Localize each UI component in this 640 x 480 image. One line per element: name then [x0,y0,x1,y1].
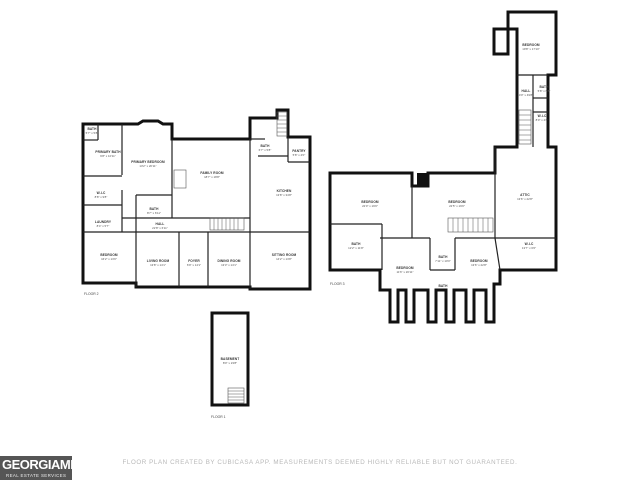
room-name: BATH [438,255,448,259]
fireplace [173,169,187,189]
room-name: BATH [149,207,159,211]
room-dimensions: 12'2" x 11'8" [348,246,364,250]
room-dimensions: 13'2" x 20'11" [139,164,156,168]
room-dimensions: 13'6" x 22'8" [471,263,487,267]
room-name: BEDROOM [522,43,540,47]
floor-2-interior-walls [83,124,310,289]
room-dimensions: 22'5" x 19'0" [449,204,465,208]
room-dimensions: 8'7" x 6'11" [147,211,161,215]
floor-3-plan: BEDROOM 22'0" x 19'0" BEDROOM 22'5" x 19… [328,10,558,324]
room-name: BEDROOM [396,266,414,270]
room-dimensions: 5'8" x 4'0" [293,153,306,157]
floor-1-plan: BASEMENT 8'0" x 23'8" FLOOR 1 [210,311,250,419]
room-dimensions: 6'7" x 5'8" [259,148,272,152]
room-dimensions: 5'8" x 6'8" [538,89,551,93]
room-name: BATH [438,284,448,288]
room-name: W-I-C [97,191,106,195]
room-dimensions: 13'8" x 14'1" [150,263,166,267]
room-name: BEDROOM [448,200,466,204]
room-name: BATH [539,85,549,89]
floor-1-label: FLOOR 1 [211,415,226,419]
floor-2-label: FLOOR 2 [84,292,99,296]
logo-tagline: REAL ESTATE SERVICES [6,473,67,478]
room-name: BEDROOM [100,253,118,257]
room-name: BATH [351,242,361,246]
room-name: HALL [156,222,165,226]
room-dimensions: 7'11" x 10'0" [435,259,451,263]
room-name: FOYER [188,259,200,263]
room-dimensions: 13'3" x 14'1" [221,263,237,267]
room-name: KITCHEN [277,189,292,193]
registered-mark: ® [66,460,70,466]
room-dimensions: 13'6" x 22'8" [517,197,533,201]
basement-outer-wall [210,311,250,407]
room-name: BATH [87,127,97,131]
room-name: W-I-C [538,114,547,118]
room-name: HALL [522,89,531,93]
room-name: PRIMARY BATH [95,150,121,154]
room-dimensions: 8'0" x 4'8" [536,118,549,122]
floor-3-outer-wall [328,10,558,324]
floor-2-stairs [209,111,288,231]
room-dimensions: 13'7" x 6'0" [522,246,536,250]
footer-disclaimer: FLOOR PLAN CREATED BY CUBICASA APP. MEAS… [122,459,518,466]
room-dimensions: 8'4" x 5'7" [97,224,110,228]
room-name: PANTRY [292,149,306,153]
room-dimensions: 13'8" x 34'8" [276,193,292,197]
room-name: W-I-C [525,242,534,246]
floor-3-interior-walls [330,74,556,271]
room-dimensions: 8'8" x 9'8" [95,195,108,199]
floor-2-outer-wall [81,108,312,291]
room-dimensions: 18'7" x 18'8" [204,175,220,179]
room-dimensions: 19'8" x 17'10" [522,47,539,51]
room-name: BEDROOM [470,259,488,263]
room-name: PRIMARY BEDROOM [131,160,165,164]
room-name: SITTING ROOM [272,253,297,257]
georgia-mls-logo: GEORGIAMLS ® REAL ESTATE SERVICES [0,456,86,480]
room-name: FAMILY ROOM [200,171,223,175]
room-dimensions: 14'2" x 13'8" [276,257,292,261]
room-name: BASEMENT [221,357,240,361]
room-dimensions: 9'8" x 10'11" [100,154,116,158]
room-dimensions: 8'0" x 23'8" [223,361,237,365]
room-dimensions: 6'9" x 14'1" [187,263,201,267]
room-dimensions: 22'8" x 6'11" [152,226,168,230]
room-dimensions: 5'7" x 5'8" [86,131,99,135]
room-name: LIVING ROOM [147,259,170,263]
room-name: BEDROOM [361,200,379,204]
chimney [417,173,427,187]
room-name: BATH [260,144,270,148]
room-dimensions: 4'0" x 49'8" [519,93,533,97]
logo-wordmark: GEORGIAMLS [2,457,86,472]
room-dimensions: 16'2" x 13'0" [101,257,117,261]
room-name: DINING ROOM [217,259,240,263]
room-name: ATTIC [520,193,530,197]
basement-stairs [227,387,245,404]
room-dimensions: 11'6" x 20'11" [396,270,413,274]
floor-3-stairs [447,109,532,233]
room-name: LAUNDRY [95,220,112,224]
room-dimensions: 22'0" x 19'0" [362,204,378,208]
floor-2-plan: BATH 5'7" x 5'8" PRIMARY BATH 9'8" x 10'… [81,108,312,296]
floor-3-label: FLOOR 3 [330,282,345,286]
